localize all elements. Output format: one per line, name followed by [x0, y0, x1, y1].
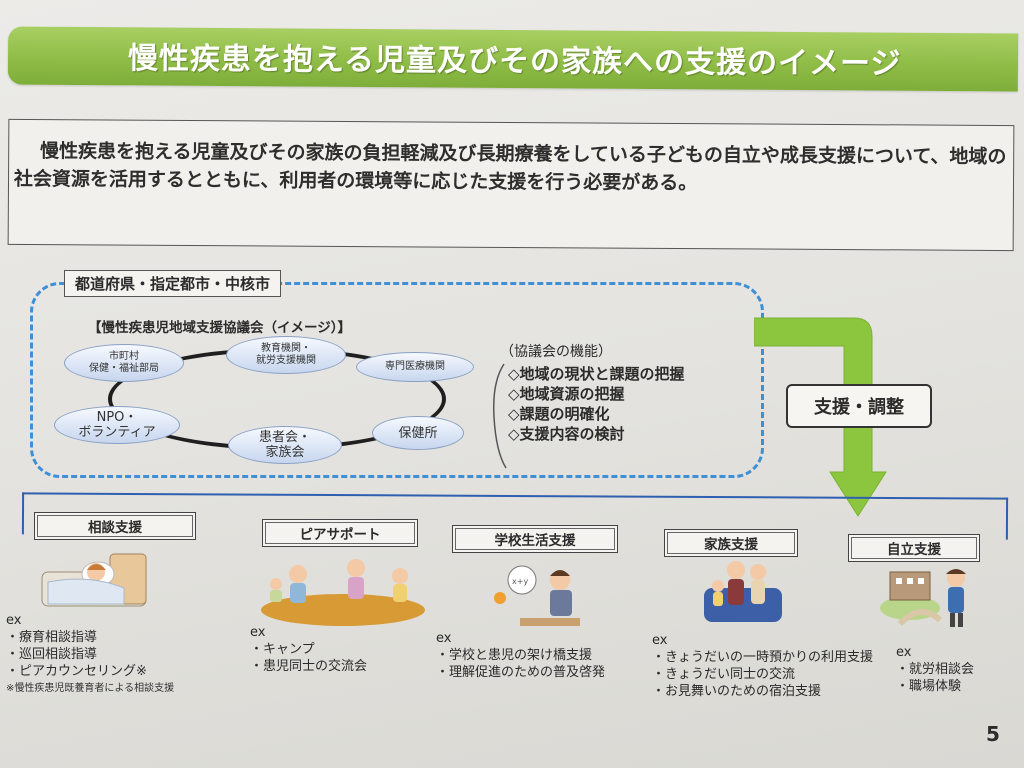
list-item: お見舞いのための宿泊支援	[652, 683, 888, 700]
council-functions: （協議会の機能） 地域の現状と課題の把握 地域資源の把握 課題の明確化 支援内容…	[500, 342, 685, 444]
list-item: 巡回相談指導	[6, 646, 256, 663]
category-label-consultation: 相談支援	[34, 512, 196, 540]
peer-support-illustration	[261, 559, 425, 626]
node-patients: 患者会・ 家族会	[228, 426, 342, 464]
footnote: ※慢性疾患児既養育者による相談支援	[6, 683, 175, 694]
functions-brace	[492, 363, 507, 469]
list-item: キャンプ	[250, 641, 430, 658]
function-item: 地域の現状と課題の把握	[500, 364, 685, 384]
category-list-peer-support: ex キャンプ 患児同士の交流会	[250, 624, 430, 675]
function-item: 地域資源の把握	[500, 384, 685, 404]
node-npo: NPO・ ボランティア	[54, 406, 180, 444]
sick-child-illustration	[41, 553, 147, 607]
node-education: 教育機関・ 就労支援機関	[226, 336, 346, 374]
category-label-independence: 自立支援	[848, 534, 980, 562]
category-list-school: ex 学校と患児の架け橋支援 理解促進のための普及啓発	[436, 630, 646, 681]
school-support-illustration: x+y	[494, 565, 580, 626]
function-item: 支援内容の検討	[500, 424, 685, 444]
page-number: 5	[986, 722, 1000, 746]
category-list-family: ex きょうだいの一時預かりの利用支援 きょうだい同士の交流 お見舞いのための宿…	[652, 632, 888, 700]
region-label: 都道府県・指定都市・中核市	[64, 270, 282, 297]
example-label: ex	[652, 633, 668, 648]
example-label: ex	[250, 625, 266, 640]
category-label-family: 家族支援	[664, 529, 798, 557]
example-label: ex	[896, 645, 912, 660]
support-arrow-icon	[754, 317, 887, 517]
adjust-box: 支援・調整	[786, 384, 932, 428]
list-item: 就労相談会	[896, 661, 1016, 678]
node-health-center: 保健所	[372, 416, 464, 450]
list-item: 療育相談指導	[6, 629, 256, 646]
list-item: きょうだい同士の交流	[652, 666, 888, 683]
example-label: ex	[6, 613, 22, 628]
node-municipality: 市町村 保健・福祉部局	[64, 344, 184, 382]
council-region	[30, 282, 764, 478]
council-title: 【慢性疾患児地域支援協議会（イメージ）】	[88, 320, 351, 336]
page-title: 慢性疾患を抱える児童及びその家族への支援のイメージ	[127, 41, 902, 82]
example-label: ex	[436, 631, 452, 646]
family-support-illustration	[704, 561, 782, 622]
svg-text:x+y: x+y	[512, 577, 528, 586]
category-list-independence: ex 就労相談会 職場体験	[896, 644, 1016, 695]
list-item: 職場体験	[896, 678, 1016, 695]
list-item: 理解促進のための普及啓発	[436, 664, 646, 681]
category-label-school: 学校生活支援	[452, 525, 618, 553]
intro-text: 慢性疾患を抱える児童及びその家族の負担軽減及び長期療養をしている子どもの自立や成…	[13, 140, 1007, 195]
list-item: ピアカウンセリング※	[6, 663, 256, 680]
functions-heading: （協議会の機能）	[500, 344, 612, 360]
node-specialist: 専門医療機関	[356, 352, 474, 382]
list-item: 患児同士の交流会	[250, 658, 430, 675]
category-label-peer-support: ピアサポート	[262, 519, 418, 547]
function-item: 課題の明確化	[500, 404, 685, 424]
independence-support-illustration	[880, 569, 966, 627]
category-list-consultation: ex 療育相談指導 巡回相談指導 ピアカウンセリング※ ※慢性疾患児既養育者によ…	[6, 612, 256, 697]
list-item: 学校と患児の架け橋支援	[436, 647, 646, 664]
list-item: きょうだいの一時預かりの利用支援	[652, 649, 888, 666]
